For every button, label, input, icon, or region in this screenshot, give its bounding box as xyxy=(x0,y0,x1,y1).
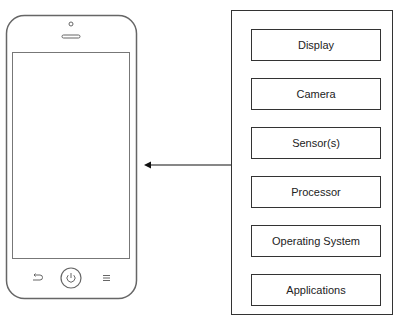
component-label: Display xyxy=(298,39,334,52)
component-label: Processor xyxy=(291,186,341,199)
component-box: Applications xyxy=(251,274,381,306)
menu-button xyxy=(103,276,110,281)
component-box: Operating System xyxy=(251,225,381,257)
phone-screen xyxy=(13,53,130,259)
front-camera xyxy=(69,22,73,26)
home-button xyxy=(61,268,81,288)
component-label: Operating System xyxy=(272,235,360,248)
component-label: Applications xyxy=(286,284,345,297)
component-label: Sensor(s) xyxy=(292,137,340,150)
back-button xyxy=(33,274,43,281)
component-box: Display xyxy=(251,29,381,61)
arrow-head xyxy=(144,162,151,169)
component-box: Sensor(s) xyxy=(251,127,381,159)
component-box: Camera xyxy=(251,78,381,110)
component-box: Processor xyxy=(251,176,381,208)
power-symbol xyxy=(67,273,75,282)
speaker xyxy=(62,35,80,38)
phone-body xyxy=(7,16,137,299)
component-label: Camera xyxy=(296,88,335,101)
pointer-arrow xyxy=(150,164,231,165)
